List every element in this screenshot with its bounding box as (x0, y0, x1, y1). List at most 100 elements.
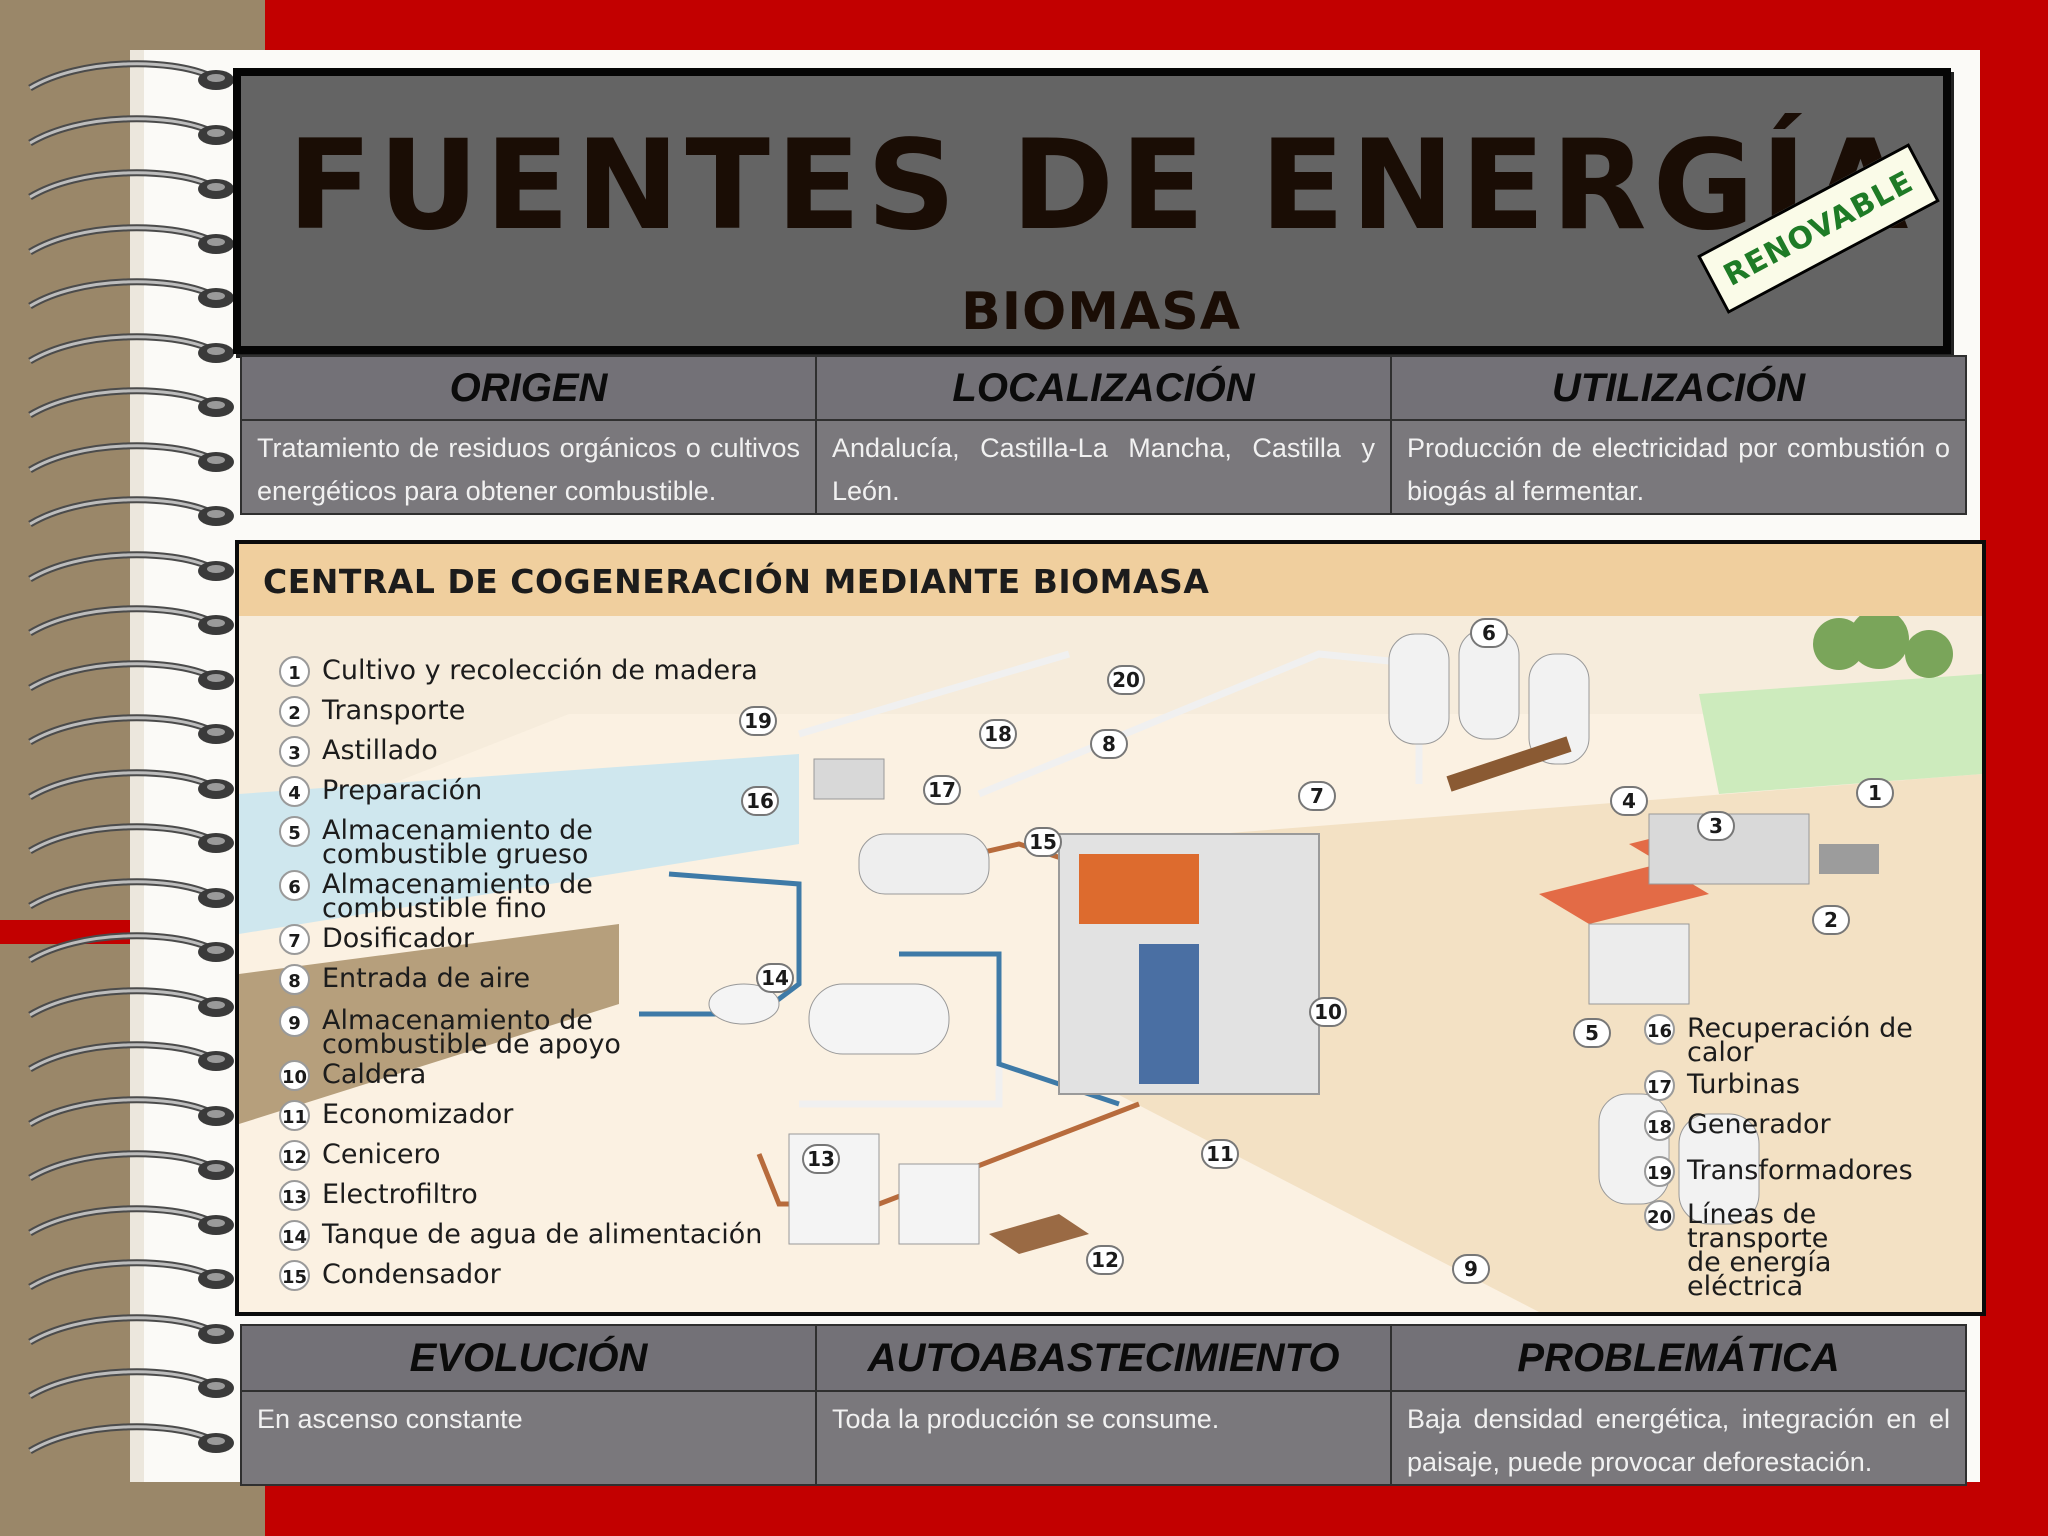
legend-number: 5 (279, 816, 310, 847)
legend-label: Generador (1687, 1109, 1831, 1140)
diagram-callout: 2 (1812, 905, 1850, 935)
legend-number: 20 (1644, 1200, 1675, 1231)
legend-label: Cultivo y recolección de madera (322, 655, 758, 686)
diagram-callout: 18 (979, 719, 1017, 749)
diagram-callout: 1 (1856, 778, 1894, 808)
header-utilizacion: UTILIZACIÓN (1390, 355, 1967, 421)
diagram-callout: 12 (1086, 1245, 1124, 1275)
cell-localizacion: Andalucía, Castilla-La Mancha, Castilla … (815, 419, 1392, 515)
header-localizacion: LOCALIZACIÓN (815, 355, 1392, 421)
legend-label: Dosificador (322, 923, 475, 954)
spiral-ring (20, 712, 250, 762)
diagram-callout: 6 (1470, 618, 1508, 648)
legend-label: Turbinas (1687, 1069, 1800, 1100)
header-problematica: PROBLEMÁTICA (1390, 1324, 1967, 1392)
legend-item: 18 Generador (1644, 1110, 1831, 1141)
legend-number: 2 (279, 696, 310, 727)
legend-number: 10 (279, 1060, 310, 1091)
legend-item: 15 Condensador (279, 1260, 501, 1291)
cell-autoabastecimiento: Toda la producción se consume. (815, 1390, 1392, 1486)
legend-label: Recuperación de calor (1687, 1013, 1913, 1068)
legend-label: Almacenamiento de combustible fino (322, 869, 593, 924)
diagram-callout: 13 (802, 1144, 840, 1174)
page-subtitle: BIOMASA (961, 282, 1241, 342)
spiral-ring (20, 276, 250, 326)
header-origen: ORIGEN (240, 355, 817, 421)
legend-label: Preparación (322, 775, 483, 806)
legend-number: 7 (279, 924, 310, 955)
legend-item: 20 Líneas de transporte de energía eléctr… (1644, 1199, 1832, 1302)
page-title: FUENTES DE ENERGÍA (287, 114, 1915, 258)
table-header-row: EVOLUCIÓN AUTOABASTECIMIENTO PROBLEMÁTIC… (240, 1324, 1967, 1392)
legend-item: 7 Dosificador (279, 924, 474, 955)
legend-label: Cenicero (322, 1139, 441, 1170)
legend-label: Astillado (322, 735, 438, 766)
table-row: En ascenso constante Toda la producción … (240, 1390, 1967, 1486)
legend-number: 15 (279, 1260, 310, 1291)
spiral-ring (20, 167, 250, 217)
legend-label: Tanque de agua de alimentación (322, 1219, 763, 1250)
spiral-ring (20, 1312, 250, 1362)
spiral-ring (20, 603, 250, 653)
legend-item: 16 Recuperación de calor (1644, 1013, 1913, 1068)
spiral-ring (20, 658, 250, 708)
legend-number: 6 (279, 870, 310, 901)
legend-number: 14 (279, 1220, 310, 1251)
legend-number: 18 (1644, 1110, 1675, 1141)
legend-item: 1 Cultivo y recolección de madera (279, 656, 758, 687)
legend-item: 11 Economizador (279, 1100, 513, 1131)
info-table-top: ORIGEN LOCALIZACIÓN UTILIZACIÓN Tratamie… (240, 355, 1967, 515)
spiral-ring (20, 331, 250, 381)
spiral-ring (20, 494, 250, 544)
legend-number: 12 (279, 1140, 310, 1171)
diagram-callout: 16 (741, 786, 779, 816)
legend-label: Electrofiltro (322, 1179, 478, 1210)
cell-evolucion: En ascenso constante (240, 1390, 817, 1486)
spiral-ring (20, 113, 250, 163)
legend-item: 6 Almacenamiento de combustible fino (279, 869, 593, 924)
diagram-callout: 5 (1573, 1018, 1611, 1048)
spiral-ring (20, 1203, 250, 1253)
legend-item: 12 Cenicero (279, 1140, 441, 1171)
header-evolucion: EVOLUCIÓN (240, 1324, 817, 1392)
spiral-ring (20, 767, 250, 817)
legend-label: Almacenamiento de combustible de apoyo (322, 1005, 621, 1060)
legend-label: Entrada de aire (322, 963, 531, 994)
legend-label: Economizador (322, 1099, 514, 1130)
legend-item: 9 Almacenamiento de combustible de apoyo (279, 1005, 621, 1060)
cell-origen: Tratamiento de residuos orgánicos o cult… (240, 419, 817, 515)
diagram-title-bar (239, 544, 1982, 616)
legend-label: Líneas de transporte de energía eléctric… (1687, 1199, 1832, 1302)
diagram-callout: 14 (756, 963, 794, 993)
legend-number: 9 (279, 1006, 310, 1037)
diagram-callout: 20 (1107, 665, 1145, 695)
legend-number: 11 (279, 1100, 310, 1131)
diagram-callout: 4 (1610, 786, 1648, 816)
legend-label: Condensador (322, 1259, 501, 1290)
spiral-ring (20, 222, 250, 272)
legend-number: 16 (1644, 1014, 1675, 1045)
spiral-ring (20, 930, 250, 980)
table-row: Tratamiento de residuos orgánicos o cult… (240, 419, 1967, 515)
spiral-ring (20, 385, 250, 435)
spiral-binding (20, 58, 250, 1478)
diagram-callout: 10 (1309, 997, 1347, 1027)
legend-label: Almacenamiento de combustible grueso (322, 815, 593, 870)
legend-number: 1 (279, 656, 310, 687)
table-header-row: ORIGEN LOCALIZACIÓN UTILIZACIÓN (240, 355, 1967, 421)
info-table-bottom: EVOLUCIÓN AUTOABASTECIMIENTO PROBLEMÁTIC… (240, 1324, 1967, 1486)
diagram-callout: 8 (1090, 729, 1128, 759)
diagram-callout: 11 (1201, 1139, 1239, 1169)
diagram-callout: 17 (923, 775, 961, 805)
header-autoabastecimiento: AUTOABASTECIMIENTO (815, 1324, 1392, 1392)
biomass-plant-diagram: CENTRAL DE COGENERACIÓN MEDIANTE BIOMASA… (235, 540, 1986, 1316)
diagram-callout: 19 (739, 706, 777, 736)
spiral-ring (20, 985, 250, 1035)
legend-item: 5 Almacenamiento de combustible grueso (279, 815, 593, 870)
